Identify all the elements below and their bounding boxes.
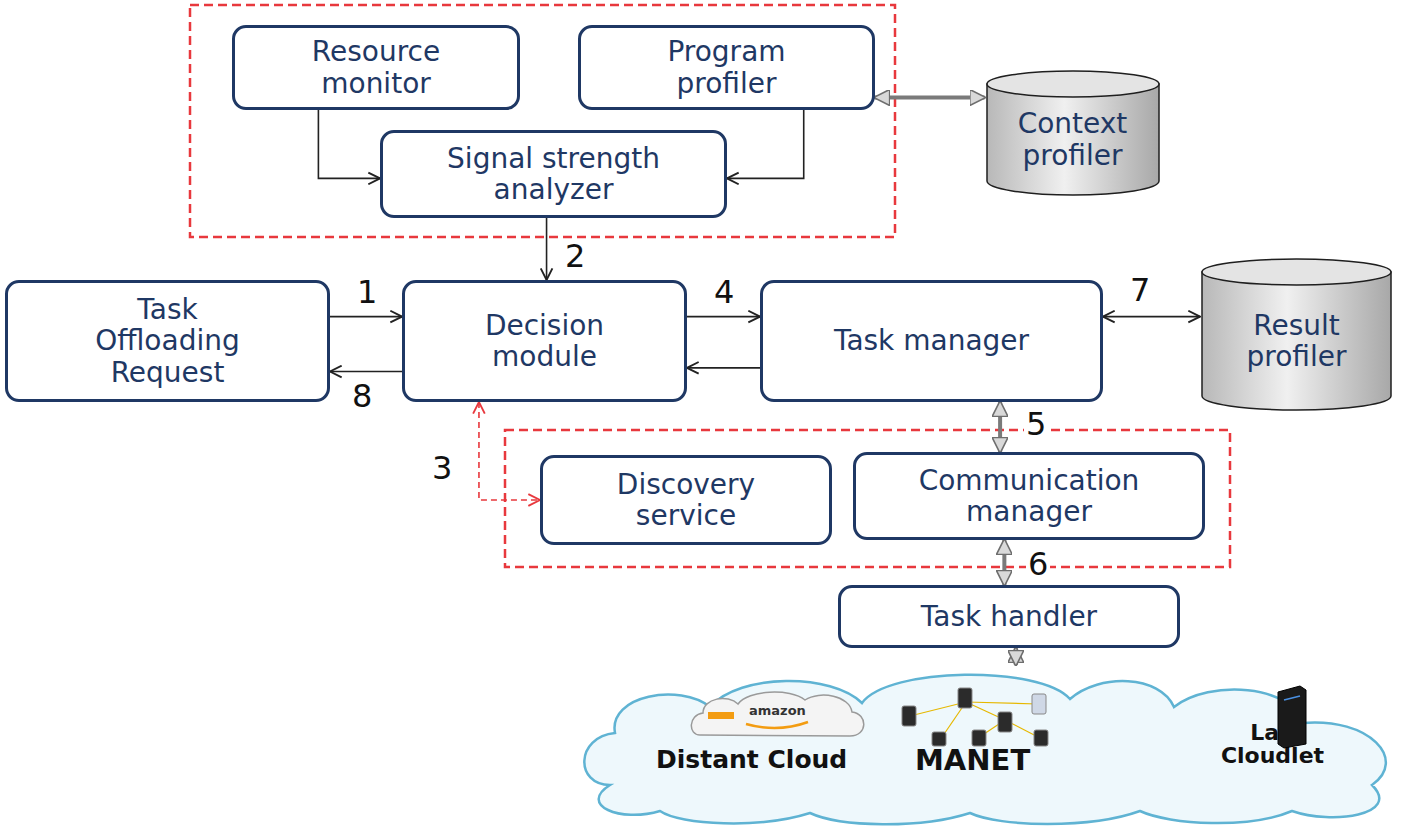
link [978,720,1005,738]
connector-arrow [1014,648,1018,665]
manet-network [910,702,1040,740]
callout-number: 1 [355,276,379,308]
connector-arrow [546,218,548,280]
cloud-label: MANET [915,745,1030,775]
amazon-logo [691,692,863,736]
node-label: Task handler [921,601,1097,632]
process-box: Task manager [760,280,1103,402]
device [972,730,986,746]
connector-arrow [330,371,402,373]
node-label: Resource monitor [281,36,471,99]
node-label: Discovery service [591,469,781,532]
cylinder-body [987,84,1159,195]
process-box: Discovery service [540,455,832,545]
cloud-shape: Distant Cloud MANET Lab Cloudlet [570,665,1410,820]
node-label: Task manager [834,325,1029,356]
server-icon [1278,686,1306,748]
process-box: Program profiler [578,25,875,110]
callout-number: 2 [563,240,587,272]
process-box: Task handler [838,585,1180,648]
callout-number: 4 [712,276,736,308]
group-outline [505,430,1230,567]
link [966,702,1005,720]
link [910,702,966,716]
device [998,712,1012,732]
callout-number: 8 [350,380,374,412]
database-cylinder: Context profiler [985,70,1161,195]
cylinder-body [1202,272,1391,410]
node-label: Signal strength analyzer [414,143,694,206]
node-label: Context profiler [998,94,1148,171]
process-box: Task Offloading Request [5,280,330,402]
connector-arrow [875,96,985,100]
connector-arrow [330,316,402,318]
manet-devices [902,688,1048,746]
link [966,702,1038,704]
device [1034,730,1048,746]
callout-number: 6 [1026,548,1050,580]
device [932,732,946,746]
node-label: Task Offloading Request [73,294,263,388]
process-box: Resource monitor [232,25,520,110]
connector-arrow [1103,316,1200,318]
cylinder-top [987,71,1159,97]
cloud-label: Lab Cloudlet [1210,721,1335,767]
connector-arrow [687,367,760,369]
server-body [1278,686,1306,748]
process-box: Decision module [402,280,687,402]
node-label: Program profiler [632,36,822,99]
cylinder-top [1202,259,1391,285]
logo-text: amazon [749,704,806,717]
connector-arrow [687,316,760,318]
logo-mark [708,712,734,719]
device [1032,694,1046,714]
connector-arrow [318,110,380,178]
node-label: Communication manager [889,465,1169,528]
callout-number: 3 [430,452,454,484]
node-label: Decision module [465,310,625,373]
callout-number: 7 [1128,274,1152,306]
connector-arrow [727,110,804,178]
database-cylinder: Result profiler [1200,258,1393,410]
process-box: Communication manager [853,452,1205,540]
link [940,702,966,740]
callout-number: 5 [1024,408,1048,440]
connector-arrow [998,402,1002,452]
logo-smile [746,722,808,728]
node-label: Result profiler [1217,296,1377,373]
link [1005,720,1040,738]
connector-arrow [479,402,540,500]
process-box: Signal strength analyzer [380,130,727,218]
group-outline [190,5,895,237]
server-light [1284,696,1300,700]
cloud-label: Distant Cloud [656,747,847,773]
device [958,688,972,708]
cloud-body [584,675,1386,825]
connector-arrow [1002,540,1006,585]
device [902,706,916,726]
logo-cloud [691,692,863,736]
